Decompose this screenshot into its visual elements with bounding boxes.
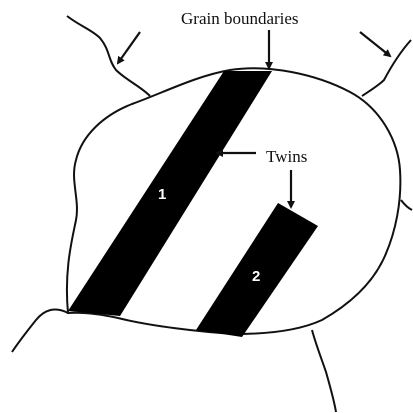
twin-2-label: 2: [252, 268, 260, 285]
boundary-top-left: [67, 16, 150, 96]
boundary-right: [401, 200, 412, 210]
boundary-bottom: [312, 330, 336, 412]
boundary-top-right: [362, 40, 411, 96]
boundary-bottom-left: [12, 309, 68, 352]
grain-boundary-arrow-right: [360, 32, 390, 56]
twin-1-label: 1: [158, 186, 166, 203]
twins-label: Twins: [266, 147, 307, 166]
grain-boundary-arrow-left: [118, 32, 140, 63]
grain-boundaries-label: Grain boundaries: [181, 9, 299, 28]
